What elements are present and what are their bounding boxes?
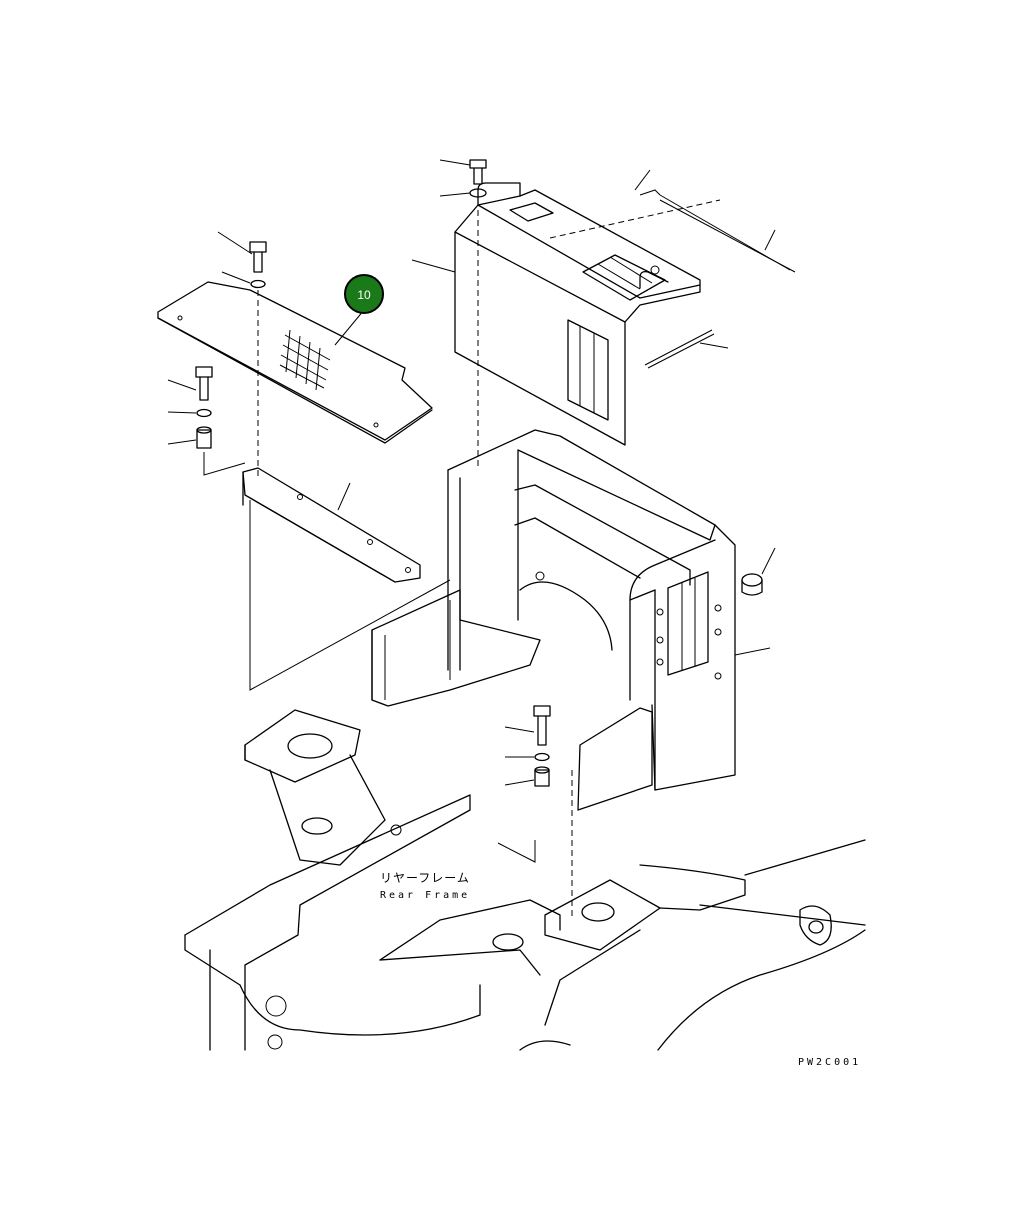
hood-bolt	[469, 159, 487, 470]
mesh-plate	[157, 281, 433, 444]
callout-circle[interactable]	[344, 274, 384, 314]
main-housing	[371, 429, 736, 811]
plate-bolt	[249, 241, 267, 480]
rear-frame	[184, 709, 866, 1051]
frame-label-en: Rear Frame	[380, 890, 470, 901]
bracket-rail	[242, 467, 421, 583]
callout-number[interactable]: 10	[357, 288, 371, 302]
frame-label-jp: リヤーフレーム	[380, 871, 470, 885]
hood-cover	[454, 182, 701, 446]
side-bolt-set	[195, 366, 213, 449]
lower-bolt-set	[533, 705, 573, 920]
drawing-code: PW2C001	[798, 1057, 861, 1068]
plug-cap	[741, 573, 763, 596]
callout-badge[interactable]: 10	[344, 274, 384, 314]
